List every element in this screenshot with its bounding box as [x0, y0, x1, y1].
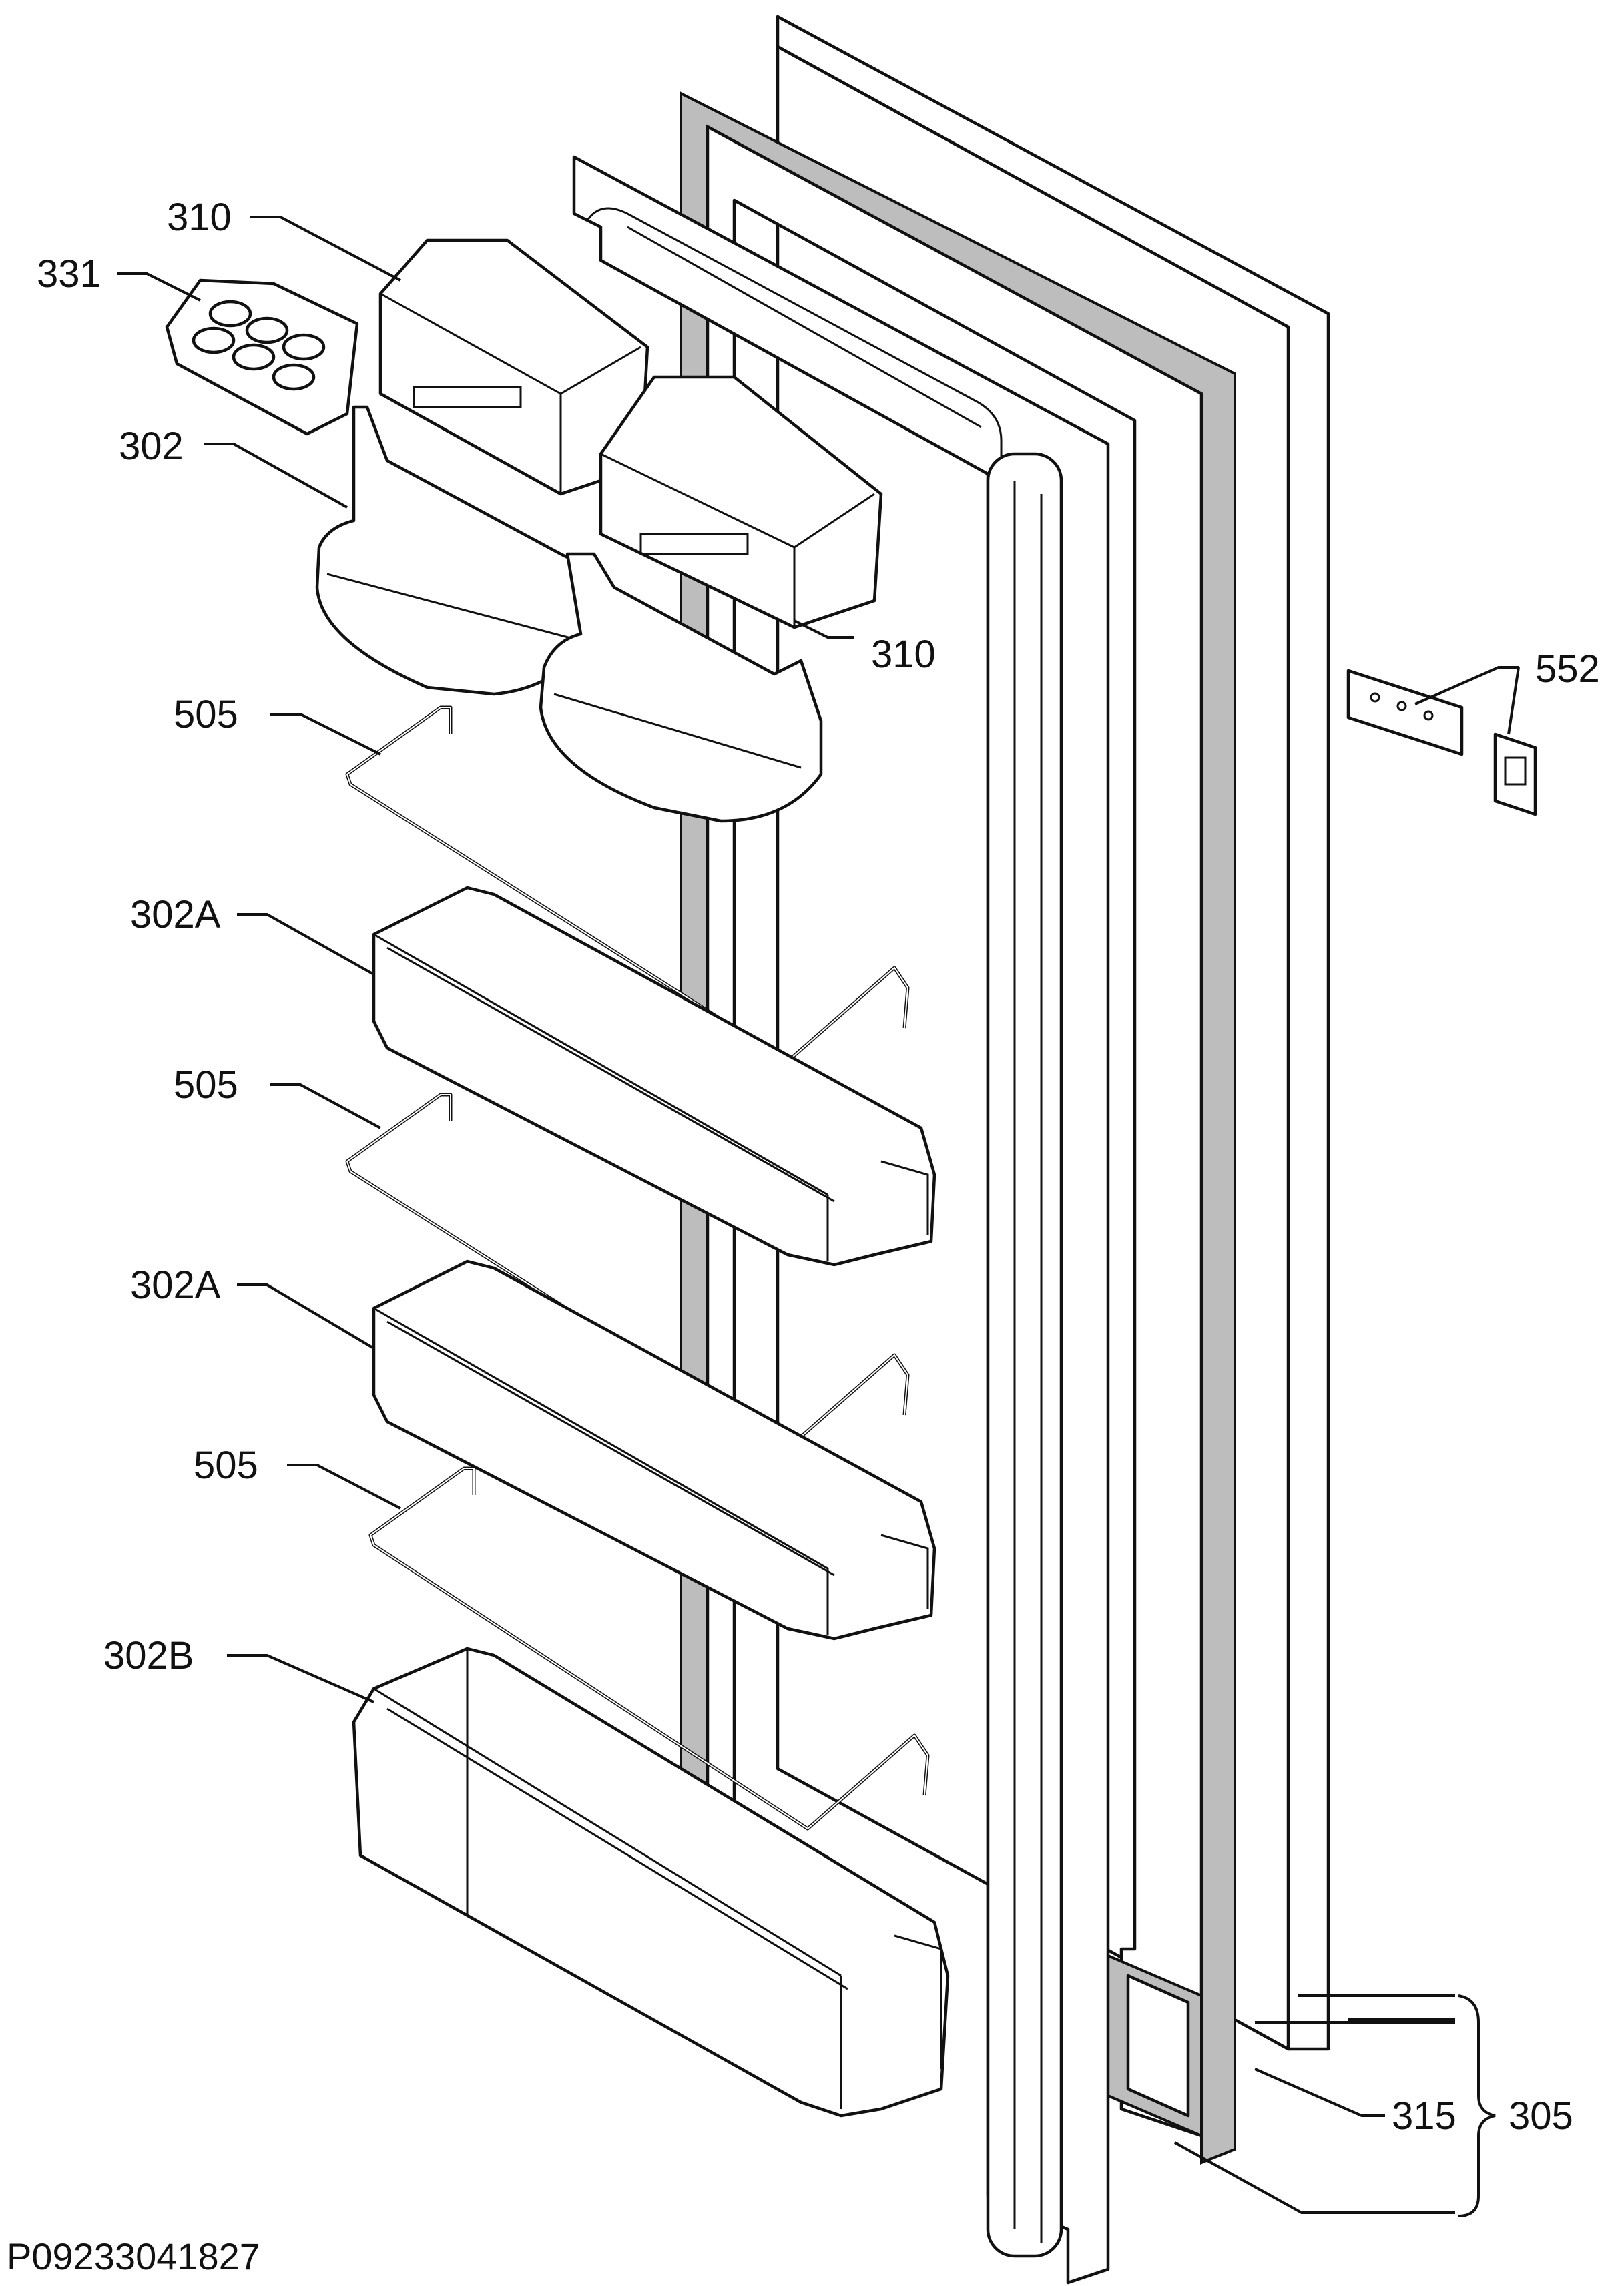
- bottle-shelf: [352, 1647, 950, 2118]
- dairy-compartment-right: [599, 375, 883, 629]
- egg-tray: [165, 278, 359, 436]
- part-labels: 310 331 302 310 552 505 302A 505 302A 50…: [7, 196, 1600, 2277]
- door-shelf-upper: [372, 886, 936, 1267]
- label-302A-lower: 302A: [130, 1263, 221, 1307]
- label-505-top: 505: [174, 693, 238, 736]
- label-552: 552: [1535, 647, 1600, 691]
- label-305: 305: [1509, 2094, 1573, 2138]
- label-315: 315: [1392, 2094, 1456, 2138]
- label-302B: 302B: [103, 1634, 194, 1677]
- wire-rail-middle: [345, 1093, 910, 1450]
- small-shelf-right: [539, 552, 823, 823]
- inner-door-liner: [572, 155, 1110, 2285]
- wire-rail-top: [345, 705, 910, 1063]
- label-302: 302: [119, 424, 184, 468]
- label-310-top: 310: [167, 196, 232, 239]
- label-302A-upper: 302A: [130, 893, 221, 936]
- door-shelf-lower: [372, 1259, 936, 1641]
- hinge-bracket: [1346, 669, 1537, 816]
- label-505-bottom: 505: [194, 1444, 258, 1487]
- leader-lines: [117, 216, 1520, 2217]
- wire-rail-bottom: [368, 1466, 930, 1831]
- label-310-right: 310: [871, 633, 936, 676]
- figure-code: P09233041827: [7, 2235, 260, 2277]
- label-331: 331: [37, 252, 101, 296]
- label-505-middle: 505: [174, 1063, 238, 1107]
